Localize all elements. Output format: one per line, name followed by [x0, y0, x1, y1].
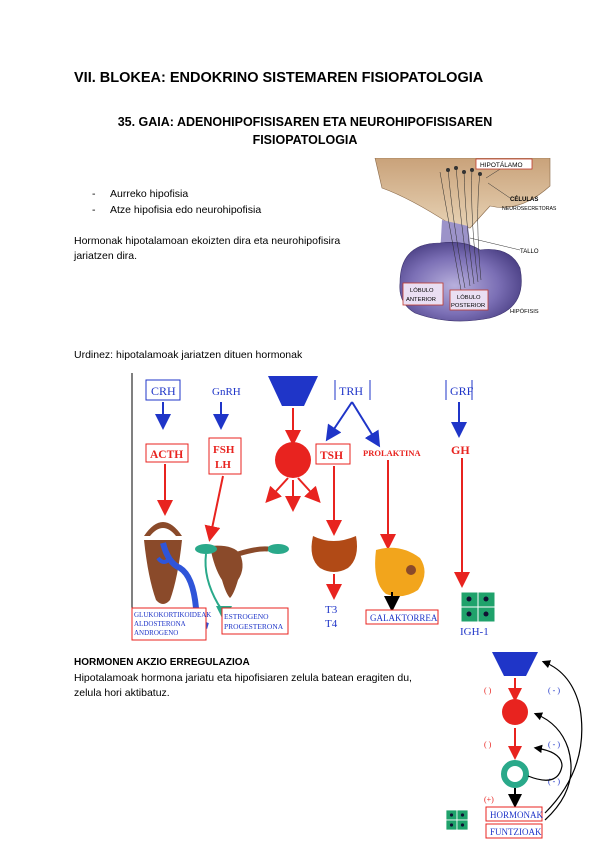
prolactin-label: PROLAKTINA — [363, 448, 421, 458]
tsh-box — [315, 443, 351, 465]
ovary-right-shape — [267, 544, 289, 554]
topic-title: 35. GAIA: ADENOHIPOFISISAREN ETA NEUROHI… — [117, 115, 493, 147]
trh-to-tsh-arrow — [325, 401, 353, 442]
trh-label: TRH — [339, 384, 363, 398]
crh-label: CRH — [151, 384, 176, 398]
bullet-anterior: Aurreko hipofisia — [92, 186, 261, 202]
thyroid-output-2: T4 — [325, 618, 338, 630]
feedback-diagram: ( ) ( ) (+) ( - ) ( - ) ( - ) HORMONAK F… — [445, 652, 583, 839]
hypophysis-label: HIPÓFISIS — [510, 308, 539, 315]
sign-1: ( ) — [484, 686, 492, 695]
regulation-paragraph: Hipotalamoak hormona jariatu eta hipofis… — [74, 672, 412, 699]
adrenal-output-1: GLUKOKORTIKOIDEAK — [134, 611, 211, 619]
anterior-pituitary-circle — [275, 442, 311, 478]
gnrh-label: GnRH — [212, 386, 241, 398]
trh-to-prolactin-arrow — [351, 401, 381, 448]
hypothalamus-shape — [374, 158, 551, 229]
pituitary-output-arrow-left — [265, 477, 289, 503]
funtzioak-label: FUNTZIOAK — [490, 827, 542, 837]
uterus-shape — [210, 545, 243, 598]
breast-shape — [375, 547, 425, 597]
fsh-label: FSH — [213, 444, 235, 456]
fsh-lh-box — [208, 437, 242, 475]
crh-box — [145, 379, 181, 401]
acth-box — [145, 443, 189, 463]
feedback-target-gland — [501, 760, 529, 788]
bullet-posterior: Atze hipofisia edo neurohipofisia — [92, 202, 261, 218]
regulation-title: HORMONEN AKZIO ERREGULAZIOA — [74, 657, 250, 668]
hormonak-box — [485, 806, 543, 822]
feedback-pituitary-circle — [502, 699, 528, 725]
pituitary-figure: HIPOTÁLAMO CÉLULAS NEUROSECRETORAS TALLO… — [374, 158, 557, 322]
thyroid-shape — [311, 536, 357, 572]
posterior-lobe-box — [449, 289, 489, 311]
feedback-liver-cells — [445, 809, 469, 831]
fsh-lh-arrow — [204, 475, 224, 542]
hormone-axis-diagram: CRH GnRH TRH GRF ACTH FSH LH TSH PROLAKT… — [131, 373, 496, 641]
gonad-output-1: ESTROGENO — [224, 612, 269, 621]
anterior-lobe-label-1: LÓBULO — [410, 287, 434, 294]
hypothalamus-label-box — [475, 158, 533, 170]
grf-label: GRF — [450, 384, 474, 398]
anterior-lobe-label-2: ANTERIOR — [406, 297, 436, 303]
stalk-label: TALLO — [520, 249, 539, 255]
thyroid-output-1: T3 — [325, 604, 338, 616]
feedback-loop-inner — [527, 744, 563, 781]
galaktorrea-label: GALAKTORREA — [370, 613, 438, 623]
hypothalamus-label: HIPOTÁLAMO — [480, 160, 523, 169]
tsh-label: TSH — [320, 450, 343, 462]
gonad-output-box — [221, 607, 289, 635]
sign-4: ( - ) — [548, 686, 560, 695]
igh1-label: IGH-1 — [460, 626, 489, 638]
posterior-lobe-label-1: LÓBULO — [457, 294, 481, 301]
liver-cells-shape — [460, 591, 496, 623]
hormonak-label: HORMONAK — [490, 810, 544, 820]
nipple-shape — [406, 565, 416, 575]
feedback-loop-outer — [541, 660, 583, 814]
anterior-lobe-box — [402, 282, 444, 306]
intro-bullet-list: Aurreko hipofisia Atze hipofisia edo neu… — [92, 186, 261, 218]
adrenal-output-3: ANDROGENO — [134, 629, 178, 637]
sign-6: ( - ) — [548, 777, 560, 786]
acth-label: ACTH — [150, 449, 183, 461]
lh-label: LH — [215, 459, 231, 471]
sign-2: ( ) — [484, 740, 492, 749]
cells-label: CÉLULAS — [510, 195, 538, 203]
hypothalamus-trapezoid — [268, 376, 318, 406]
neurosecretory-fibers — [439, 165, 482, 291]
sign-5: ( - ) — [548, 740, 560, 749]
pituitary-output-arrow-right — [297, 477, 321, 503]
adrenal-cap-shape — [144, 522, 182, 536]
funtzioak-box — [485, 823, 543, 839]
intro-paragraph: Hormonak hipotalamoan ekoizten dira eta … — [74, 235, 341, 262]
feedback-loop-middle — [533, 712, 572, 821]
kidney-shape — [144, 540, 182, 604]
posterior-lobe-label-2: POSTERIOR — [451, 303, 485, 309]
feedback-hypothalamus-shape — [492, 652, 538, 676]
neurosecretory-label: NEUROSECRETORAS — [502, 206, 557, 212]
gonad-output-2: PROGESTERONA — [224, 622, 284, 631]
sign-3: (+) — [484, 795, 494, 804]
adrenal-output-box — [131, 607, 207, 641]
ovary-left-shape — [195, 544, 217, 554]
galaktorrea-box — [365, 609, 439, 625]
gh-label: GH — [451, 443, 470, 457]
order-caption: Urdinez: hipotalamoak jariatzen dituen h… — [74, 349, 303, 361]
adrenal-output-2: ALDOSTERONA — [134, 620, 186, 628]
block-title: VII. BLOKEA: ENDOKRINO SISTEMAREN FISIOP… — [74, 70, 484, 86]
